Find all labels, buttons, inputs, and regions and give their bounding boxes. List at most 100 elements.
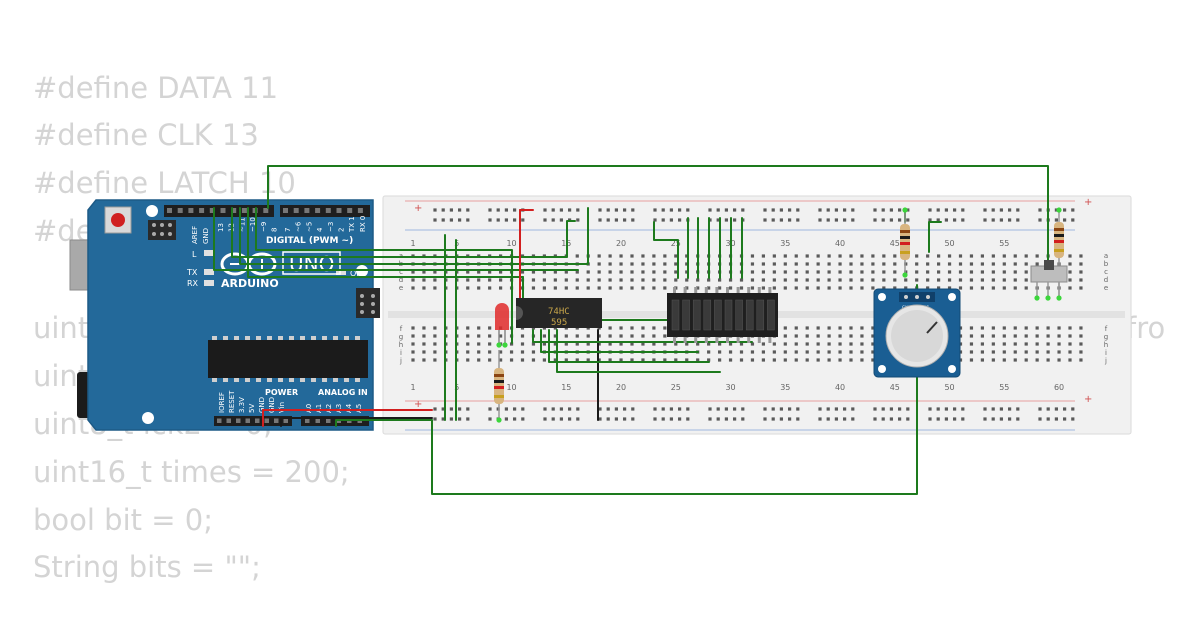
resistor-pot (900, 212, 910, 275)
breadboard-hole (980, 278, 984, 282)
bar-segment (767, 299, 775, 331)
breadboard-hole (520, 342, 525, 346)
rail-hole (944, 218, 948, 222)
breadboard-hole (652, 270, 656, 274)
rail-hole (1038, 208, 1042, 212)
led-body (495, 303, 509, 330)
rail-hole (669, 208, 673, 212)
breadboard-hole (1002, 254, 1006, 258)
breadboard-hole (641, 358, 645, 362)
icsp-pin (360, 302, 364, 306)
rail-hole (936, 218, 940, 222)
code-line-10: bool bit = 0; (33, 503, 213, 537)
breadboard-hole (772, 270, 776, 274)
rail-hole (724, 417, 728, 421)
rail-hole (763, 407, 767, 411)
breadboard-hole (641, 326, 645, 330)
rail-hole (433, 208, 437, 212)
rail-hole (796, 208, 800, 212)
bar-pin (683, 287, 687, 293)
rail-hole (1063, 407, 1067, 411)
mcu-pin (267, 378, 272, 382)
mounting-hole-1 (146, 205, 158, 217)
rail-hole (504, 417, 508, 421)
rail-hole (716, 417, 720, 421)
breadboard-hole (816, 350, 820, 354)
column-label: 10 (506, 383, 516, 392)
breadboard-hole (761, 254, 765, 258)
breadboard-hole (433, 334, 437, 338)
breadboard-hole (1068, 254, 1072, 258)
breadboard-hole (728, 358, 733, 362)
breadboard-hole (1057, 334, 1061, 338)
breadboard-hole (663, 326, 667, 330)
breadboard-hole (816, 358, 820, 362)
breadboard-hole (1024, 350, 1028, 354)
breadboard-hole (630, 262, 634, 266)
rail-hole (771, 417, 775, 421)
pot-knob[interactable] (891, 310, 943, 362)
connection-dot (502, 342, 508, 348)
icsp-pin (360, 294, 364, 298)
rail-hole (818, 208, 822, 212)
rail-hole (449, 208, 453, 212)
breadboard-hole (728, 342, 733, 346)
header-pin (304, 208, 310, 213)
breadboard-hole (1046, 350, 1050, 354)
breadboard-hole (991, 262, 995, 266)
rail-hole (1008, 208, 1012, 212)
breadboard-hole (422, 326, 426, 330)
rail-hole (513, 218, 517, 222)
breadboard-hole (608, 342, 612, 346)
rail-hole (708, 417, 712, 421)
rail-hole (686, 407, 690, 411)
rail-hole (568, 407, 572, 411)
breadboard-hole (827, 358, 831, 362)
breadboard-hole (477, 286, 481, 290)
breadboard-hole (641, 342, 645, 346)
rail-hole (466, 208, 470, 212)
breadboard-hole (893, 254, 897, 258)
breadboard-hole (575, 270, 579, 274)
chip-notch (516, 306, 523, 320)
column-label: 10 (506, 239, 516, 248)
mcu-pin (355, 336, 360, 340)
rail-hole (543, 218, 547, 222)
breadboard-hole (980, 350, 984, 354)
breadboard-hole (1068, 278, 1072, 282)
breadboard-hole (466, 278, 470, 282)
rail-hole (843, 417, 847, 421)
pot-hole (948, 365, 956, 373)
breadboard-hole (1024, 270, 1028, 274)
breadboard-hole (707, 278, 711, 282)
rail-hole (961, 407, 965, 411)
rail-hole (458, 407, 462, 411)
breadboard-hole (750, 262, 755, 266)
rail-hole (576, 208, 580, 212)
switch-handle[interactable] (1044, 260, 1054, 270)
breadboard-hole (1068, 262, 1072, 266)
breadboard-hole (619, 286, 623, 290)
header-pin (283, 418, 288, 423)
rail-hole (881, 407, 885, 411)
potentiometer[interactable]: GND SIG VCC (873, 288, 961, 378)
breadboard-hole (849, 342, 853, 346)
breadboard-hole (750, 278, 755, 282)
breadboard-hole (805, 278, 809, 282)
rail-hole (496, 407, 500, 411)
icsp-pin (168, 223, 172, 227)
breadboard-hole (411, 358, 415, 362)
breadboard-hole (477, 278, 481, 282)
breadboard-hole (1002, 278, 1006, 282)
slide-switch[interactable] (1030, 260, 1068, 298)
breadboard-hole (871, 326, 875, 330)
breadboard-hole (411, 278, 415, 282)
breadboard-hole (597, 334, 601, 338)
rail-hole (623, 218, 627, 222)
breadboard-hole (641, 254, 645, 258)
breadboard-hole (958, 254, 963, 258)
reset-button[interactable] (111, 213, 125, 227)
breadboard-hole (685, 358, 689, 362)
code-line-3: #define LATCH 10 (33, 166, 296, 200)
breadboard-hole (1079, 334, 1083, 338)
